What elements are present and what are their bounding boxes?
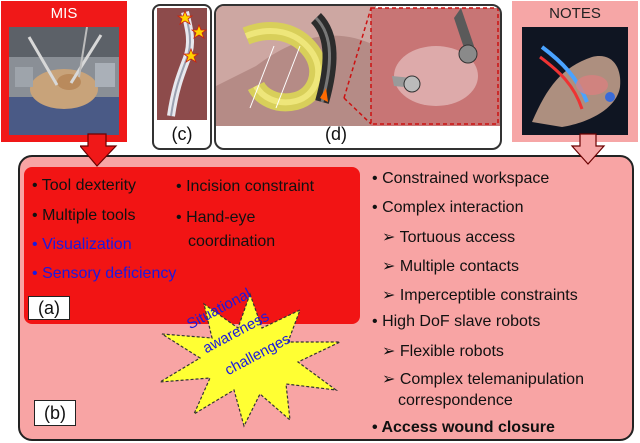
mis-surgery-photo: [9, 27, 119, 135]
arrow-bullet-icon: ➢: [382, 258, 396, 275]
mis-item-hand-eye: • Hand-eye: [176, 209, 256, 226]
panel-a-label: (a): [28, 296, 70, 320]
mis-item-incision-constraint: • Incision constraint: [176, 178, 315, 195]
mis-title: MIS: [50, 5, 78, 22]
mis-down-arrow: [80, 133, 118, 167]
panel-b-label: (b): [34, 400, 76, 426]
arrow-bullet-icon: ➢: [382, 287, 396, 304]
mis-item-hand-eye-line2: coordination: [188, 233, 276, 250]
arrow-bullet-icon: ➢: [382, 371, 396, 388]
mis-item-sensory-deficiency: • Sensory deficiency: [32, 265, 177, 282]
mis-item-multiple-tools: • Multiple tools: [32, 207, 136, 224]
notes-item-constrained-workspace: • Constrained workspace: [372, 170, 550, 187]
notes-item-telemanipulation: ➢ Complex telemanipulation: [382, 371, 584, 388]
notes-item-wound-closure: • Access wound closure: [372, 419, 555, 436]
mis-panel: MIS: [1, 1, 127, 142]
notes-item-telemanipulation-line2: correspondence: [398, 392, 513, 409]
colon-illustration: [216, 6, 500, 126]
notes-down-arrow: [570, 133, 606, 165]
notes-item-complex-interaction: • Complex interaction: [372, 199, 524, 216]
notes-item-imperceptible-constraints: ➢ Imperceptible constraints: [382, 287, 578, 304]
mis-item-tool-dexterity: • Tool dexterity: [32, 177, 137, 194]
mis-challenges-box: [24, 167, 360, 324]
situational-awareness-starburst: [159, 292, 341, 428]
panel-d: (d): [214, 4, 502, 150]
panel-c-label: (c): [171, 124, 193, 144]
notes-item-multiple-contacts: ➢ Multiple contacts: [382, 258, 520, 275]
notes-anatomy-illustration: [522, 27, 628, 135]
flexible-instrument-image: [157, 8, 207, 120]
arrow-bullet-icon: ➢: [382, 343, 396, 360]
notes-item-tortuous-access: ➢ Tortuous access: [382, 229, 516, 246]
mis-item-visualization: • Visualization: [32, 236, 132, 253]
panel-d-label: (d): [325, 124, 347, 144]
notes-title: NOTES: [549, 5, 601, 22]
panel-c: (c): [152, 4, 212, 150]
arrow-bullet-icon: ➢: [382, 229, 396, 246]
notes-item-high-dof: • High DoF slave robots: [372, 313, 541, 330]
notes-item-flexible-robots: ➢ Flexible robots: [382, 343, 504, 360]
notes-panel: NOTES: [512, 1, 638, 142]
